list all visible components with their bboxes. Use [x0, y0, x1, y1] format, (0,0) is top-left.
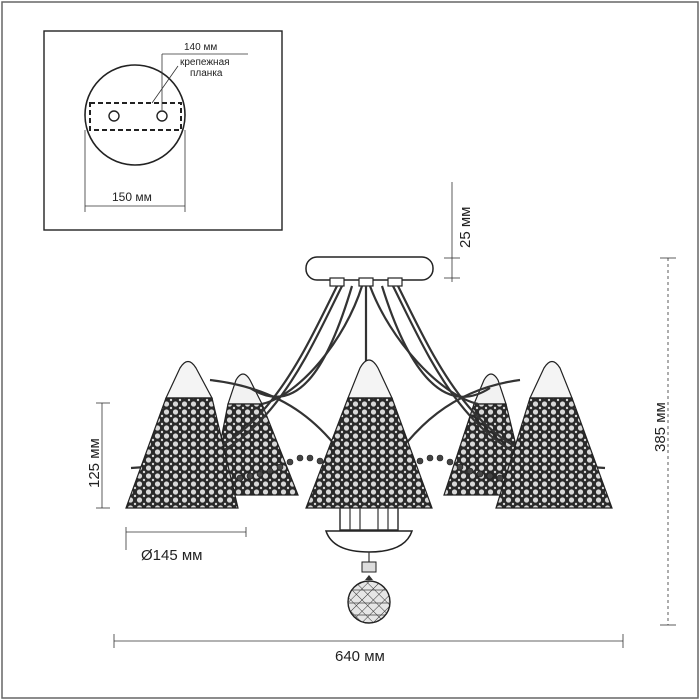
mounting-hole-left	[108, 110, 120, 122]
shade-diameter-label: Ø145 мм	[141, 547, 203, 564]
inset-box	[43, 30, 283, 231]
plate-name-line1: крепежная	[180, 57, 230, 68]
canopy-height-label: 25 мм	[457, 207, 474, 248]
bottom-bowl	[324, 508, 414, 580]
chandelier	[125, 256, 613, 624]
mounting-inset: 140 мм крепежная планка 150 мм	[43, 30, 283, 231]
shade-height-label: 125 мм	[86, 438, 103, 488]
canopy-diameter-label: 150 мм	[112, 190, 152, 204]
bead-chain-left	[236, 454, 324, 482]
total-height-label: 385 мм	[652, 402, 669, 452]
canopy-top-view	[84, 64, 186, 166]
ceiling-canopy	[305, 256, 434, 281]
mounting-plate	[89, 102, 182, 131]
total-width-label: 640 мм	[335, 648, 385, 665]
bead-chain-right	[416, 454, 504, 482]
dimension-lines	[96, 182, 676, 648]
crystal-pendant	[347, 580, 391, 624]
shade-back-left	[209, 373, 299, 496]
shade-center	[305, 359, 433, 509]
plate-length-label: 140 мм	[184, 42, 217, 53]
shade-front-right	[495, 360, 613, 509]
mounting-hole-right	[156, 110, 168, 122]
plate-name-line2: планка	[190, 68, 223, 79]
shade-front-left	[125, 360, 239, 509]
